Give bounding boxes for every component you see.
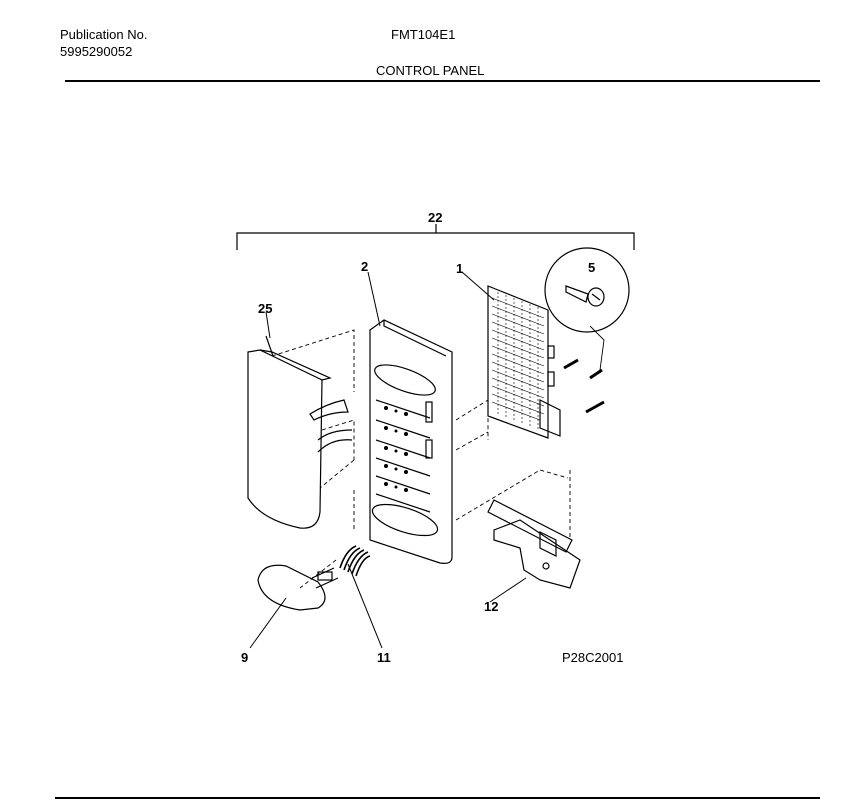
part-connector-housing bbox=[487, 499, 581, 589]
part-control-panel-frame bbox=[369, 319, 453, 564]
callout-11: 11 bbox=[377, 650, 391, 665]
callout-labels: 22 2 1 5 25 9 11 12 P28C2001 bbox=[241, 210, 623, 665]
callout-9: 9 bbox=[241, 650, 248, 665]
footer-rule bbox=[55, 797, 820, 799]
callout-12: 12 bbox=[484, 599, 498, 614]
part-circuit-board bbox=[487, 285, 561, 439]
callout-5: 5 bbox=[588, 260, 595, 275]
callout-25: 25 bbox=[258, 301, 272, 316]
publication-label: Publication No. bbox=[60, 27, 148, 42]
callout-22: 22 bbox=[428, 210, 442, 225]
section-title: CONTROL PANEL bbox=[376, 63, 485, 78]
model-number: FMT104E1 bbox=[391, 27, 456, 42]
figure-code: P28C2001 bbox=[562, 650, 623, 665]
part-screw-detail bbox=[544, 247, 630, 333]
leader-lines bbox=[249, 271, 527, 649]
projection-lines bbox=[271, 329, 571, 589]
circuit-board-texture bbox=[491, 292, 545, 429]
panel-button-dots bbox=[384, 406, 408, 492]
callout-2: 2 bbox=[361, 259, 368, 274]
part-spring bbox=[339, 545, 371, 577]
callout-1: 1 bbox=[456, 261, 463, 276]
assembly-bracket bbox=[236, 224, 635, 250]
mounting-screws bbox=[563, 325, 605, 414]
part-knob bbox=[257, 564, 339, 611]
header-rule bbox=[65, 80, 820, 82]
part-door-panel bbox=[247, 335, 353, 529]
publication-number: 5995290052 bbox=[60, 44, 133, 59]
